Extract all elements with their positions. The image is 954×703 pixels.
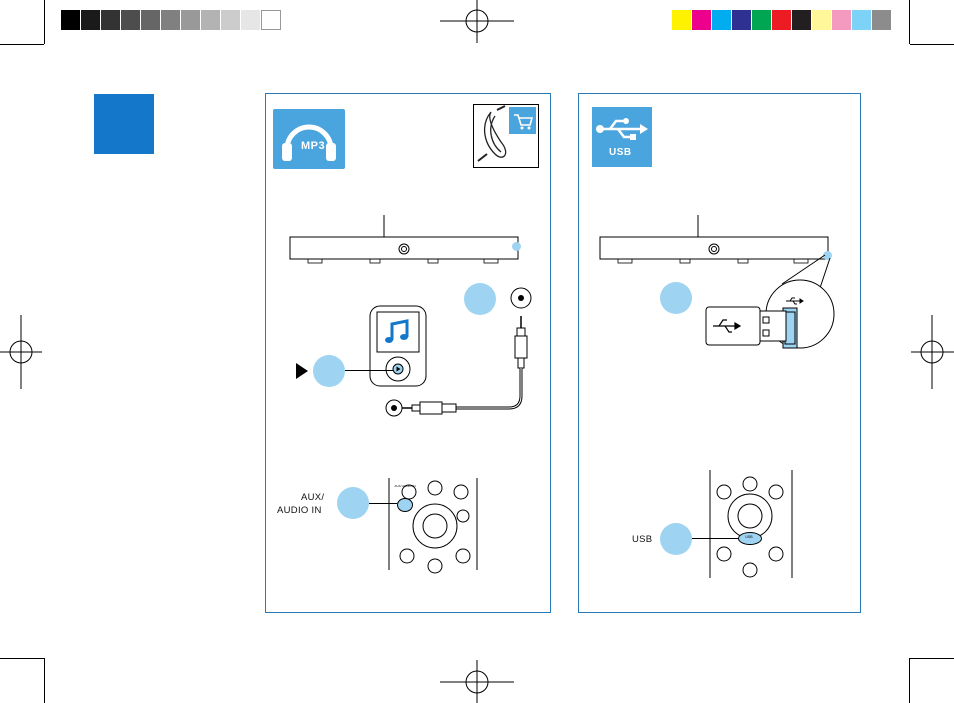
- usb-symbol-icon: [592, 107, 652, 167]
- step-4-aux-button-circle: [337, 487, 369, 519]
- registration-mark-top: [440, 0, 514, 43]
- usb-tile-label: USB: [609, 147, 632, 158]
- play-arrow-icon: [295, 362, 309, 380]
- usb-remote-button-text: USB: [740, 534, 758, 540]
- page-marker: [94, 94, 154, 154]
- aux-remote-label-line1: AUX/: [301, 492, 324, 504]
- aux-remote-label-line2: AUDIO IN: [277, 505, 322, 517]
- remote-control-aux: [385, 478, 485, 570]
- registration-mark-bottom: [440, 660, 514, 703]
- step-2-insert-usb-circle: [660, 282, 692, 314]
- step-2-connect-circle: [464, 283, 496, 315]
- aux-jack-icon: [509, 286, 533, 310]
- soundbar-device: [288, 215, 528, 255]
- usb-remote-label: USB: [632, 534, 652, 546]
- step-3-usb-button-circle: [660, 523, 692, 555]
- headphones-icon: [273, 109, 345, 169]
- usb-mini-icon: [784, 296, 804, 306]
- remote-control-usb: [706, 470, 806, 580]
- step-3-play-circle: [313, 355, 345, 387]
- usb-callout-line: [692, 537, 742, 541]
- aux-remote-button-text: AUX/ AUDIO IN: [392, 484, 418, 488]
- registration-mark-left: [0, 315, 42, 389]
- soundbar-device-usb: [598, 215, 838, 255]
- aux-port-highlight: [512, 242, 521, 251]
- cart-icon: [509, 107, 536, 134]
- mp3-tile-label: MP3: [301, 140, 325, 152]
- registration-mark-right: [911, 315, 954, 389]
- usb-flash-drive: [705, 306, 785, 346]
- aux-callout-line: [369, 502, 399, 506]
- aux-cable: [384, 316, 534, 446]
- aux-remote-button: [397, 498, 413, 512]
